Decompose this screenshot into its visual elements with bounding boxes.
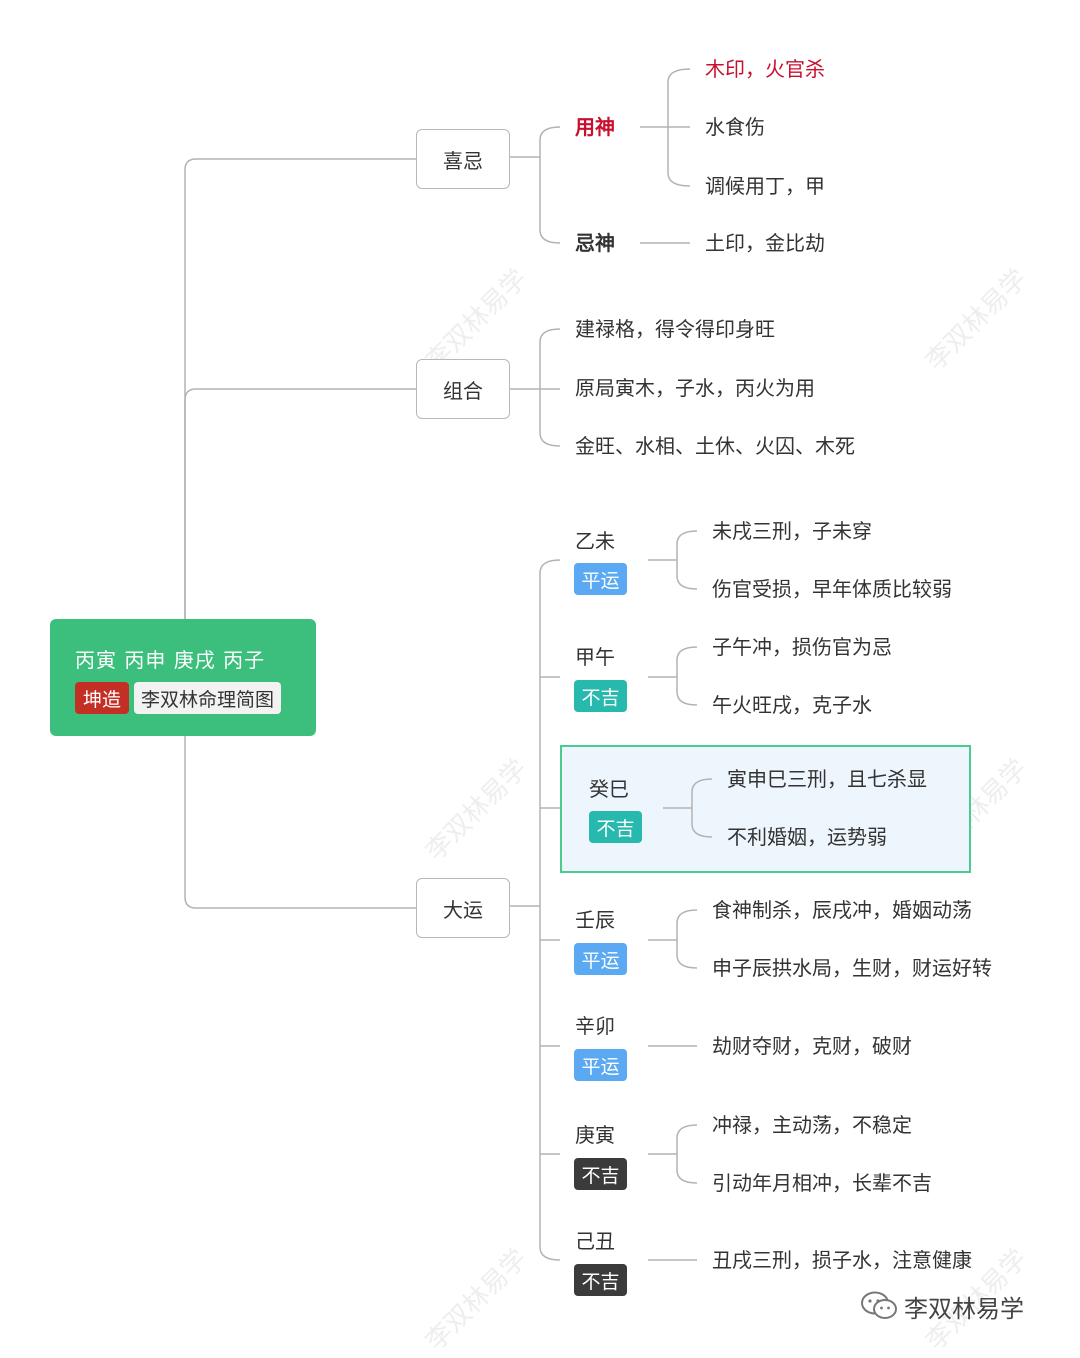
zuhe-item: 原局寅木，子水，丙火为用 (575, 376, 815, 400)
dayun-period-item: 寅申巳三刑，且七杀显 (727, 767, 927, 791)
dayun-period-name[interactable]: 甲午 (575, 645, 615, 669)
dayun-period-name[interactable]: 庚寅 (575, 1123, 615, 1147)
yongshen-item: 水食伤 (705, 115, 765, 139)
dayun-period-tag: 平运 (574, 1049, 627, 1081)
jishen-item: 土印，金比劫 (705, 231, 825, 255)
dayun-period-name[interactable]: 癸巳 (589, 777, 629, 801)
dayun-period-item: 丑戌三刑，损子水，注意健康 (712, 1248, 972, 1272)
dayun-period-name[interactable]: 己丑 (575, 1229, 615, 1253)
dayun-period-item: 不利婚姻，运势弱 (727, 825, 887, 849)
yongshen-item: 木印，火官杀 (705, 57, 825, 81)
root-subtitle: 李双林命理简图 (134, 682, 282, 714)
root-title: 丙寅 丙申 庚戌 丙子 (75, 648, 266, 672)
dayun-period-item: 伤官受损，早年体质比较弱 (712, 577, 952, 601)
dayun-period-tag: 不吉 (589, 811, 642, 843)
dayun-period-item: 冲禄，主动荡，不稳定 (712, 1113, 912, 1137)
zuhe-item: 建禄格，得令得印身旺 (575, 317, 775, 341)
yongshen-item: 调候用丁，甲 (705, 174, 825, 198)
root-node[interactable]: 丙寅 丙申 庚戌 丙子 坤造 李双林命理简图 (50, 619, 316, 736)
yongshen-label[interactable]: 用神 (575, 115, 615, 139)
branch-dayun[interactable]: 大运 (416, 878, 510, 938)
brand: 李双林易学 (860, 1286, 1024, 1326)
jishen-label[interactable]: 忌神 (575, 231, 615, 255)
dayun-period-tag: 不吉 (574, 1264, 627, 1296)
wechat-icon (861, 1291, 897, 1319)
dayun-period-name[interactable]: 壬辰 (575, 908, 615, 932)
dayun-period-item: 引动年月相冲，长辈不吉 (712, 1171, 932, 1195)
dayun-period-item: 申子辰拱水局，生财，财运好转 (712, 956, 992, 980)
dayun-period-item: 食神制杀，辰戌冲，婚姻动荡 (712, 898, 972, 922)
dayun-period-item: 未戌三刑，子未穿 (712, 519, 872, 543)
dayun-period-name[interactable]: 辛卯 (575, 1014, 615, 1038)
branch-xiji[interactable]: 喜忌 (416, 129, 510, 189)
dayun-period-tag: 不吉 (574, 680, 627, 712)
branch-zuhe[interactable]: 组合 (416, 359, 510, 419)
highlight-box (560, 745, 971, 873)
dayun-period-name[interactable]: 乙未 (575, 529, 615, 553)
dayun-period-item: 午火旺戌，克子水 (712, 693, 872, 717)
brand-name: 李双林易学 (904, 1294, 1024, 1323)
dayun-period-tag: 不吉 (574, 1158, 627, 1190)
root-badge: 坤造 (75, 682, 130, 714)
dayun-period-tag: 平运 (574, 563, 627, 595)
dayun-period-tag: 平运 (574, 943, 627, 975)
dayun-period-item: 劫财夺财，克财，破财 (712, 1034, 912, 1058)
zuhe-item: 金旺、水相、土休、火囚、木死 (575, 434, 855, 458)
dayun-period-item: 子午冲，损伤官为忌 (712, 635, 892, 659)
